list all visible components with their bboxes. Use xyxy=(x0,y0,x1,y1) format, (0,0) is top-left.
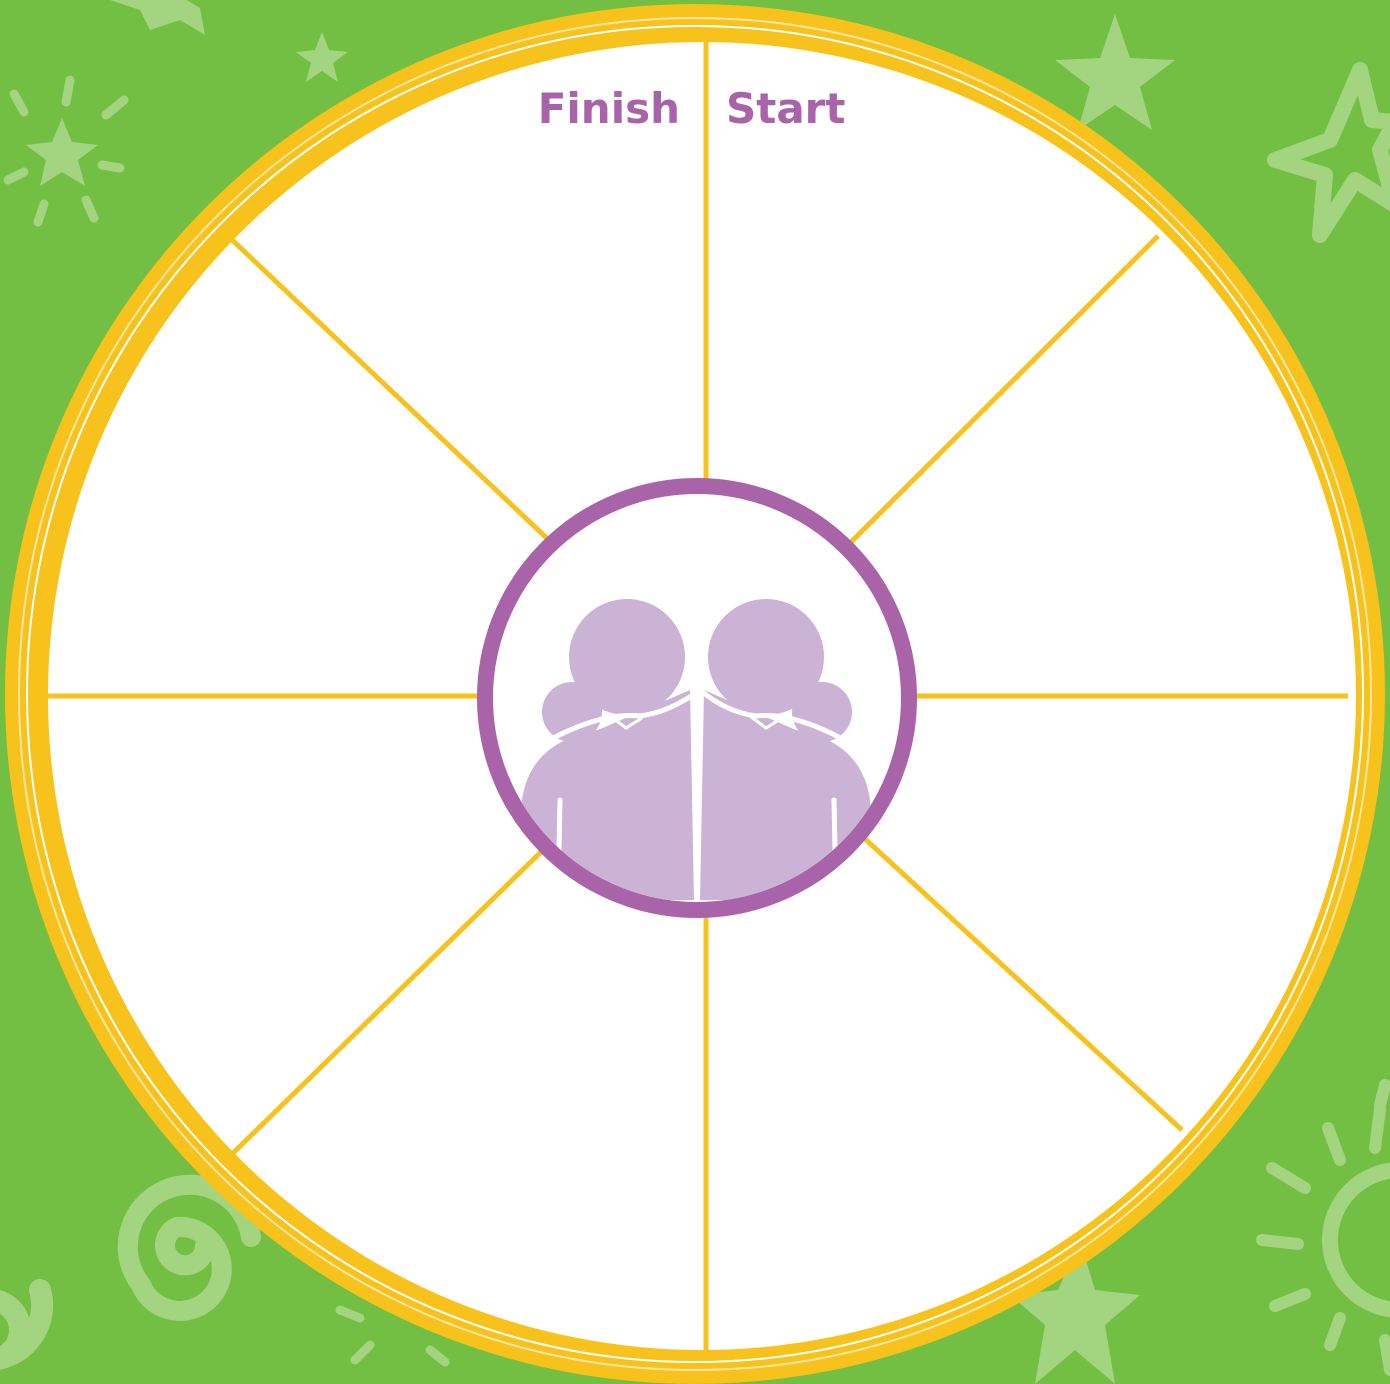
sun-icon xyxy=(1262,1085,1390,1370)
center-medallion xyxy=(485,486,909,910)
start-label: Start xyxy=(726,84,845,133)
star-icon xyxy=(1275,70,1390,235)
star-icon xyxy=(296,32,348,82)
star-icon xyxy=(110,0,205,35)
finish-label: Finish xyxy=(538,84,680,133)
star-icon xyxy=(1055,14,1175,130)
sparkle-icon xyxy=(8,80,124,222)
spiral-icon xyxy=(0,1290,42,1360)
game-board: Finish Start xyxy=(5,4,1385,1384)
